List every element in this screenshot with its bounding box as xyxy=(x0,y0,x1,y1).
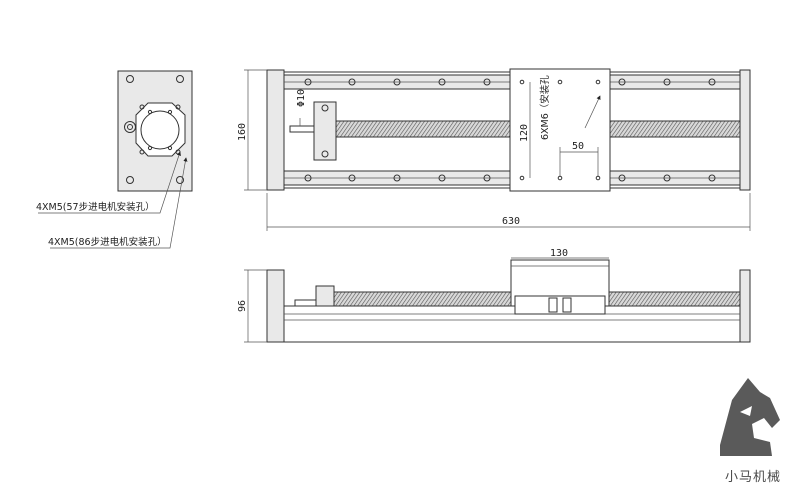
carriage-length-label: 130 xyxy=(550,248,568,259)
carriage-holes-note: 6XM6（安装孔 xyxy=(539,75,551,140)
dim-height xyxy=(244,269,267,343)
total-length-label: 630 xyxy=(502,216,520,227)
dim-total-length xyxy=(266,193,751,231)
width-label: 160 xyxy=(237,123,248,141)
dim-width xyxy=(244,69,267,191)
motor-note-leaders xyxy=(38,151,188,249)
top-view xyxy=(266,68,751,192)
brand-name: 小马机械 xyxy=(724,470,781,485)
horse-head-logo xyxy=(720,378,780,456)
screw-diameter-label: Φ10 xyxy=(296,89,307,107)
side-view xyxy=(266,259,751,343)
rail-holes-bottom xyxy=(304,174,716,182)
height-label: 96 xyxy=(237,300,248,312)
carriage-width-label: 120 xyxy=(519,124,530,142)
hole-spacing-label: 50 xyxy=(572,141,584,152)
rail-holes-top xyxy=(304,78,716,86)
dim-hole-spacing xyxy=(559,147,599,176)
carriage-note-leader xyxy=(584,95,601,129)
motor57-note: 4XM5(57步进电机安装孔） xyxy=(36,201,155,213)
flange-end-view xyxy=(117,70,193,192)
motor86-note: 4XM5(86步进电机安装孔） xyxy=(48,236,167,248)
